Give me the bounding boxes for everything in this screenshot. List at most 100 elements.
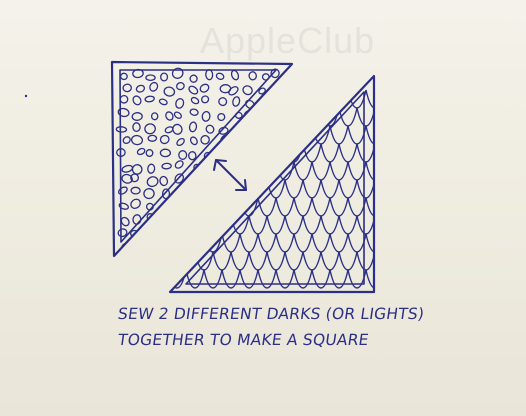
fabric-spot [116, 127, 126, 133]
fabric-scallop-row [159, 180, 393, 198]
fabric-spot [249, 186, 258, 196]
fabric-spot [188, 151, 196, 160]
fabric-spot [120, 243, 129, 253]
fabric-spot [179, 151, 187, 160]
fabric-spot [161, 73, 168, 81]
fabric-spot [201, 199, 213, 211]
fabric-spot [256, 213, 266, 219]
fabric-spot [129, 197, 142, 210]
fabric-scallop-row [150, 198, 384, 216]
fabric-spot [262, 74, 269, 81]
fabric-spot [159, 134, 170, 145]
fabric-spot [189, 224, 202, 237]
fabric-spot [189, 136, 198, 146]
fabric-spot [231, 199, 241, 208]
fabric-spot [145, 148, 154, 157]
fabric-spot [188, 217, 196, 226]
fabric-spot [132, 95, 143, 106]
fabric-scallop-row [150, 126, 384, 144]
fabric-spot [255, 148, 266, 159]
fabric-spot [274, 96, 287, 108]
fabric-spot [122, 135, 131, 144]
fabric-spot [271, 218, 282, 226]
fabric-spot [146, 175, 160, 188]
fabric-spot [201, 243, 210, 250]
fabric-scallop-row [150, 90, 384, 108]
fabric-spot [205, 124, 215, 135]
fabric-spot [188, 202, 196, 211]
fabric-spot [227, 85, 239, 96]
fabric-spot [133, 123, 140, 132]
fabric-spot [199, 83, 210, 94]
fabric-spot [219, 134, 230, 145]
top-left-triangle-spotted [112, 62, 292, 256]
fabric-scallop-row [159, 108, 393, 126]
fabric-spot [117, 186, 128, 196]
fabric-spot [148, 81, 159, 92]
fabric-spot [173, 111, 182, 120]
fabric-spot [228, 150, 238, 157]
fabric-spot [255, 111, 266, 122]
fabric-spot [134, 238, 144, 246]
fabric-spot [174, 159, 185, 169]
fabric-spot [187, 238, 197, 249]
fabric-spot [175, 200, 182, 207]
fabric-spot [232, 136, 245, 149]
fabric-spot [171, 66, 185, 80]
fabric-spot [217, 187, 229, 198]
fabric-spot [206, 174, 215, 183]
fabric-spot [146, 75, 155, 80]
fabric-spot [172, 123, 184, 135]
fabric-spot [164, 201, 174, 211]
fabric-spot [161, 215, 173, 227]
fabric-spot [175, 98, 185, 109]
double-headed-arrow-icon [214, 160, 246, 190]
fabric-spot [215, 151, 226, 160]
fabric-spot [201, 188, 213, 200]
fabric-spot [219, 175, 229, 186]
fabric-spot [189, 185, 202, 197]
fabric-spot [274, 147, 287, 160]
fabric-spot [200, 95, 210, 105]
fabric-spot [244, 99, 256, 110]
fabric-spot [131, 135, 143, 146]
fabric-spot [205, 69, 212, 79]
fabric-spot [215, 72, 224, 80]
fabric-spot [123, 84, 132, 92]
fabric-spot [132, 164, 142, 174]
fabric-spot [164, 111, 174, 122]
fabric-spot [258, 140, 268, 148]
ink-dot [25, 95, 27, 97]
fabric-spot [159, 176, 168, 186]
fabric-spot [275, 135, 283, 142]
fabric-spot [144, 123, 156, 134]
fabric-spot [178, 242, 186, 251]
fabric-spot [145, 96, 155, 103]
fabric-spot [202, 111, 211, 122]
fabric-scallop-row [150, 270, 384, 288]
caption-line-1: SEW 2 DIFFERENT DARKS (OR LIGHTS) [117, 305, 426, 323]
fabric-spot [275, 122, 288, 134]
fabric-spot [160, 149, 170, 157]
fabric-spot [250, 161, 257, 168]
fabric-spot [163, 86, 175, 97]
fabric-spot [149, 229, 157, 236]
fabric-spot [162, 163, 172, 169]
fabric-spot [245, 137, 253, 146]
fabric-spot [135, 84, 145, 93]
fabric-spot [189, 122, 197, 133]
fabric-spot [132, 112, 143, 120]
fabric-spot [249, 71, 257, 80]
fabric-spot [248, 179, 255, 187]
fabric-spot [190, 96, 199, 105]
fabric-spot [143, 188, 154, 199]
fabric-spot [147, 164, 155, 174]
fabric-spot [201, 163, 212, 173]
bottom-right-triangle-scalloped [150, 76, 393, 292]
fabric-spot [176, 81, 186, 90]
fabric-spot [121, 164, 133, 173]
fabric-spot [151, 113, 158, 120]
fabric-spot [160, 229, 168, 236]
